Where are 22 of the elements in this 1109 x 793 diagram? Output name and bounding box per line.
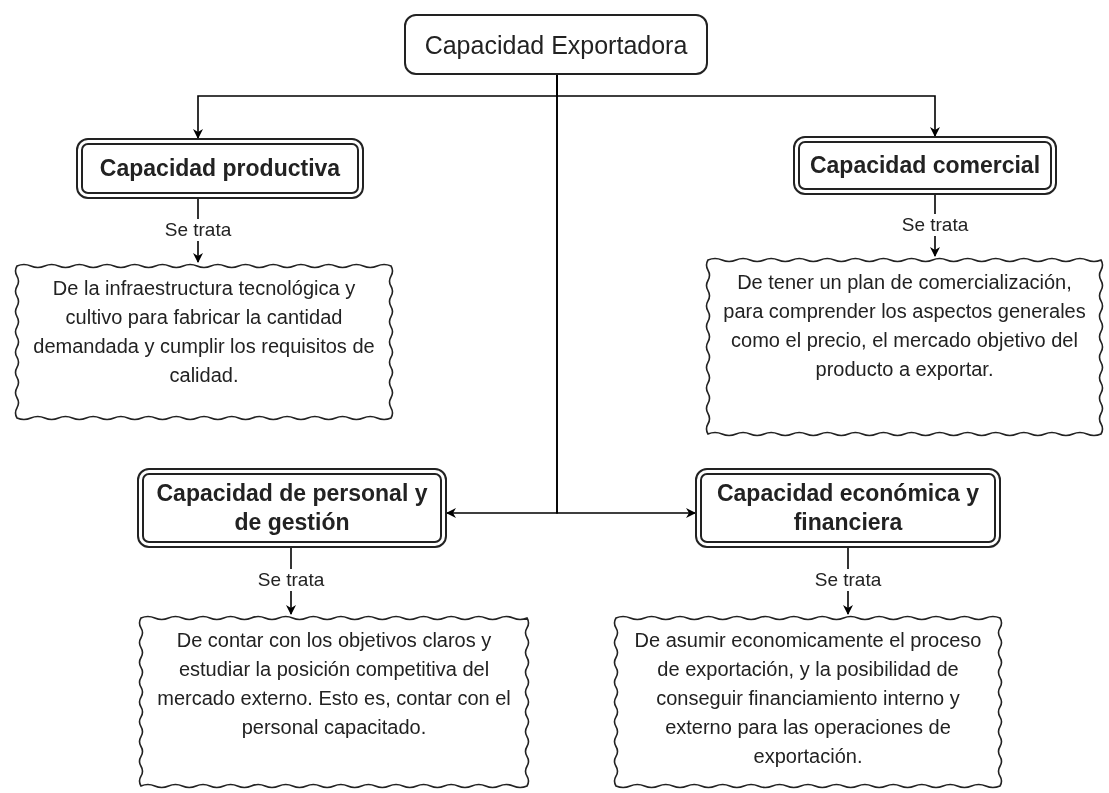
edge-label: Se trata — [899, 213, 971, 236]
note-text: De tener un plan de comercialización, para comprender los aspectos generales como el precio, el mercado objetivo del producto a exportar. — [722, 270, 1087, 382]
edge-label: Se trata — [255, 569, 327, 591]
edge-label: Se trata — [162, 218, 234, 241]
box-title: Capacidad de personal y de gestión — [155, 479, 429, 537]
box-title: Capacidad económica y financiera — [715, 479, 980, 537]
box-title: Capacidad Exportadora — [424, 29, 688, 60]
box-title: Capacidad comercial — [809, 151, 1041, 180]
process-box — [404, 14, 708, 75]
double-border-box — [76, 138, 364, 199]
double-border-box — [137, 468, 447, 548]
note-text: De contar con los objetivos claros y estudiar la posición competitiva del mercado externo. Esto es, contar con el personal capacitado. — [156, 628, 512, 740]
wavy-note-box — [612, 614, 1004, 790]
note-text: De la infraestructura tecnológica y cultivo para fabricar la cantidad demandada y cumplir los requisitos de calidad. — [32, 276, 376, 388]
double-border-box — [793, 136, 1057, 195]
wavy-note-box — [137, 614, 531, 790]
wavy-note-box — [704, 256, 1105, 438]
double-border-box — [695, 468, 1001, 548]
note-text: De asumir economicamente el proceso de exportación, y la posibilidad de conseguir financiamiento interno y externo para las operaciones de exportación. — [633, 628, 983, 769]
edge-label: Se trata — [812, 569, 884, 591]
wavy-note-box — [13, 262, 395, 422]
box-title: Capacidad productiva — [99, 154, 341, 183]
